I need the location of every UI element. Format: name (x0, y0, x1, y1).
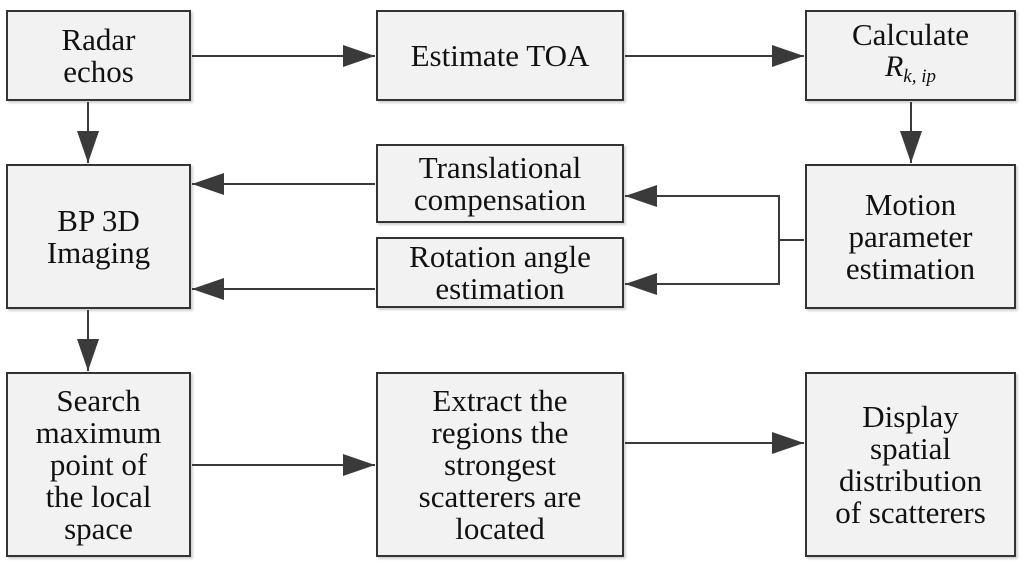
rotation-angle-estimation-box: Rotation angle estimation (376, 237, 624, 308)
box-line: Radar (61, 21, 136, 57)
box-line: Translational (418, 149, 582, 185)
range-subscript: k, ip (903, 65, 937, 87)
box-line: Estimate TOA (410, 37, 590, 73)
range-symbol-letter: R (884, 49, 904, 83)
bp-3d-imaging-box: BP 3D Imaging (6, 164, 191, 309)
estimate-toa-box: Estimate TOA (376, 10, 624, 101)
radar-echos-box: Radar echos (6, 10, 191, 101)
box-line: located (455, 510, 545, 546)
box-line: distribution (839, 462, 982, 498)
box-line: maximum (35, 414, 162, 450)
arrow-motion-to-rot (625, 240, 780, 295)
box-line: point of (49, 446, 148, 482)
box-line: of scatterers (835, 494, 986, 530)
box-line: Search (56, 382, 141, 418)
box-line: parameter (848, 218, 973, 254)
box-line: Imaging (46, 234, 151, 270)
box-line: BP 3D (57, 202, 140, 238)
box-line: Extract the (432, 382, 568, 418)
box-line: regions the (431, 414, 569, 450)
box-line: estimation (845, 250, 976, 286)
calculate-range-box: Calculate Rk, ip (805, 10, 1016, 101)
box-line: Display (862, 398, 959, 434)
box-line: strongest (444, 446, 556, 482)
box-line: space (64, 510, 133, 546)
translational-compensation-box: Translational compensation (376, 144, 624, 223)
box-line: Calculate (851, 16, 970, 52)
box-line: Rotation angle (409, 238, 591, 274)
box-line: estimation (435, 270, 565, 306)
extract-regions-box: Extract the regions the strongest scatte… (376, 372, 624, 557)
box-line: echos (63, 53, 134, 89)
range-symbol: Rk, ip (884, 49, 937, 93)
box-line: compensation (413, 181, 587, 217)
arrow-motion-to-trans (625, 185, 780, 240)
box-line: Motion (864, 186, 957, 222)
box-line: the local (45, 478, 152, 514)
display-distribution-box: Display spatial distribution of scattere… (805, 372, 1016, 557)
search-maximum-box: Search maximum point of the local space (6, 372, 191, 557)
box-line: spatial (870, 430, 951, 466)
box-line: scatterers are (418, 478, 582, 514)
motion-parameter-estimation-box: Motion parameter estimation (805, 164, 1016, 309)
